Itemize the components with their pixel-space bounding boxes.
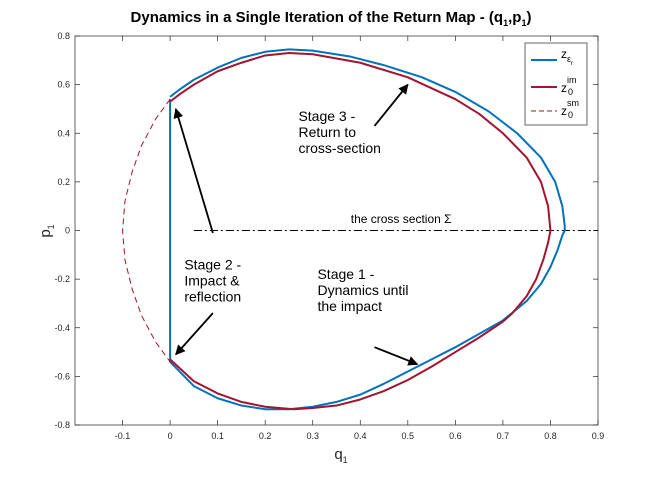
annotation-arrow bbox=[175, 312, 214, 356]
x-tick-label: 0.7 bbox=[497, 431, 510, 441]
x-tick-label: 0.6 bbox=[449, 431, 462, 441]
stage-3-label-line: Return to bbox=[298, 124, 356, 140]
stage-2-label-line: Stage 2 - bbox=[184, 256, 241, 272]
stage-1-label-line: the impact bbox=[317, 298, 382, 314]
stage-3-label-line: Stage 3 - bbox=[298, 108, 355, 124]
stage-2-label-line: Impact & bbox=[184, 272, 240, 288]
legend-label-z-eps: zεr bbox=[561, 47, 573, 67]
y-tick-label: -0.6 bbox=[54, 371, 70, 381]
y-tick-label: -0.4 bbox=[54, 323, 70, 333]
stage-1-label-line: Dynamics until bbox=[317, 282, 408, 298]
legend-z0-sm-sub: 0 bbox=[568, 110, 573, 120]
stage-2-label-line: reflection bbox=[184, 288, 241, 304]
annotation-arrow bbox=[173, 107, 214, 234]
legend-z0-im-main: z bbox=[561, 81, 567, 95]
annotation-arrow bbox=[373, 83, 409, 127]
x-tick-label: 0.8 bbox=[544, 431, 557, 441]
plot-curves: the cross section Σ bbox=[122, 48, 598, 411]
x-axis-title-main: q bbox=[334, 446, 342, 463]
x-tick-label: 0.9 bbox=[592, 431, 605, 441]
y-tick-label: 0.4 bbox=[57, 128, 70, 138]
series-z0-im-line bbox=[169, 52, 552, 411]
x-tick-label: 0.3 bbox=[306, 431, 319, 441]
x-tick-label: -0.1 bbox=[115, 431, 131, 441]
x-axis-title-sub: 1 bbox=[343, 455, 348, 465]
chart-title-sub2: 1 bbox=[521, 18, 526, 28]
cross-section-label: the cross section Σ bbox=[351, 212, 452, 226]
y-tick-label: 0 bbox=[65, 226, 70, 236]
y-axis-title-main: p bbox=[37, 229, 54, 237]
x-tick-label: 0.1 bbox=[211, 431, 224, 441]
legend-z-eps-subsub: r bbox=[571, 61, 573, 67]
series-z0-sm-line bbox=[122, 98, 171, 363]
legend-z-eps-sub: ε bbox=[567, 54, 571, 64]
chart-title: Dynamics in a Single Iteration of the Re… bbox=[131, 9, 532, 28]
y-axis-title-sub: 1 bbox=[46, 224, 56, 229]
chart-title-end: ) bbox=[526, 9, 531, 26]
x-tick-label: 0.5 bbox=[402, 431, 415, 441]
legend-box bbox=[524, 42, 588, 126]
x-tick-label: 0.2 bbox=[259, 431, 272, 441]
y-tick-label: 0.6 bbox=[57, 80, 70, 90]
x-tick-label: 0.4 bbox=[354, 431, 367, 441]
legend-label-z0-sm: zsm 0 bbox=[561, 98, 579, 120]
stage-3-label-line: cross-section bbox=[298, 140, 380, 156]
chart-title-sub1: 1 bbox=[503, 18, 508, 28]
chart-title-text: Dynamics in a Single Iteration of the Re… bbox=[131, 9, 504, 26]
legend-z0-sm-sup: sm bbox=[567, 98, 579, 108]
plot-axes: -0.1 0 0.1 0.2 0.3 0.4 0.5 0.6 0.7 0.8 0.9 -0.8 -0.6… bbox=[54, 31, 604, 441]
y-tick-label: -0.8 bbox=[54, 420, 70, 430]
y-tick-label: 0.2 bbox=[57, 177, 70, 187]
annotation-arrow bbox=[374, 346, 419, 366]
stage-1-label-line: Stage 1 - bbox=[317, 266, 374, 282]
y-axis-title: p1 bbox=[37, 224, 56, 237]
x-tick-label: 0 bbox=[168, 431, 173, 441]
x-axis-title: q1 bbox=[334, 446, 347, 465]
legend-z0-im-sub: 0 bbox=[568, 87, 573, 97]
legend-z-eps-main: z bbox=[561, 47, 567, 61]
legend-z0-im-sup: im bbox=[567, 75, 577, 85]
legend-z0-sm-main: z bbox=[561, 104, 567, 118]
chart-title-mid: ,p bbox=[508, 9, 521, 26]
y-tick-label: -0.2 bbox=[54, 274, 70, 284]
y-tick-label: 0.8 bbox=[57, 31, 70, 41]
legend-label-z0-im: zim 0 bbox=[561, 75, 577, 97]
